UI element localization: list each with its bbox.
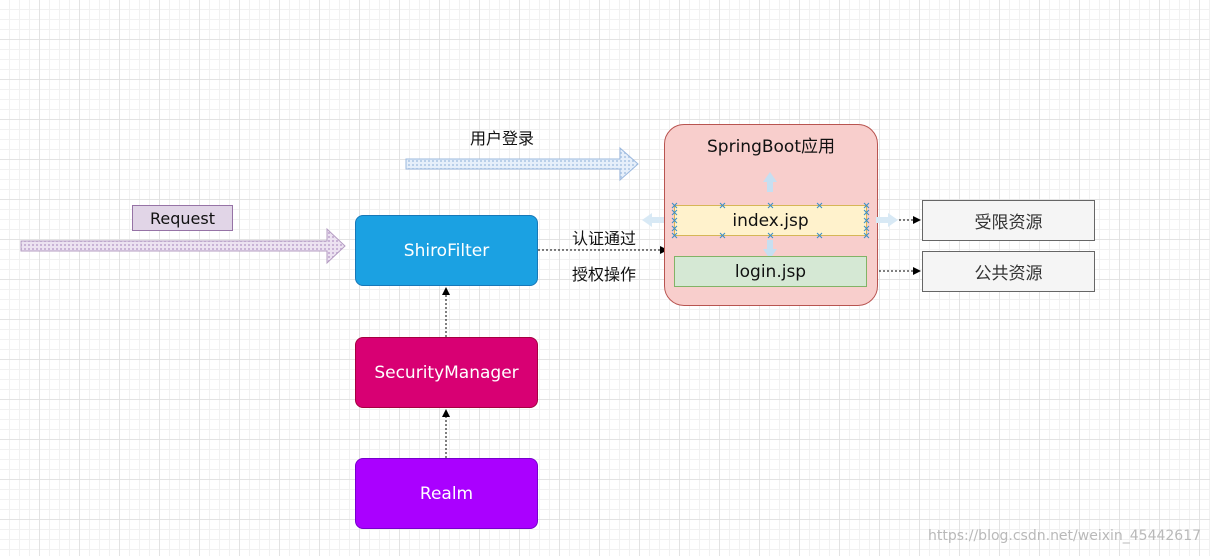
hover-arrow-down-icon <box>763 240 777 259</box>
hover-arrow-right-icon <box>876 213 898 227</box>
user-login-arrow <box>405 146 639 182</box>
resize-handle-icon[interactable] <box>817 233 822 238</box>
shiro-filter-node[interactable]: ShiroFilter <box>355 215 538 286</box>
index-jsp-box[interactable]: index.jsp <box>674 205 867 236</box>
resize-handle-icon[interactable] <box>720 203 725 208</box>
shiro-filter-label: ShiroFilter <box>403 240 490 261</box>
login-jsp-box[interactable]: login.jsp <box>674 256 867 287</box>
security-manager-label: SecurityManager <box>374 362 519 383</box>
index-jsp-label: index.jsp <box>732 210 809 231</box>
watermark: https://blog.csdn.net/weixin_45442617 <box>928 528 1202 544</box>
hover-arrow-left-icon <box>642 213 664 227</box>
restricted-resource-node[interactable]: 受限资源 <box>922 200 1095 241</box>
resize-handle-icon[interactable] <box>817 203 822 208</box>
request-label: Request <box>150 208 215 228</box>
public-resource-label: 公共资源 <box>974 264 1043 284</box>
authz-op-label[interactable]: 授权操作 <box>572 265 637 284</box>
request-arrow <box>20 227 346 265</box>
resize-handle-icon[interactable] <box>864 210 869 215</box>
resize-handle-icon[interactable] <box>768 203 773 208</box>
login-jsp-label: login.jsp <box>734 261 807 282</box>
resize-handle-icon[interactable] <box>768 233 773 238</box>
hover-arrow-up-icon <box>763 172 777 192</box>
request-label-box[interactable]: Request <box>132 205 233 231</box>
public-resource-node[interactable]: 公共资源 <box>922 251 1095 292</box>
realm-node[interactable]: Realm <box>355 458 538 529</box>
springboot-app-title: SpringBoot应用 <box>707 137 835 157</box>
resize-handle-icon[interactable] <box>672 203 677 208</box>
resize-handle-icon[interactable] <box>864 203 869 208</box>
resize-handle-icon[interactable] <box>672 233 677 238</box>
resize-handle-icon[interactable] <box>672 226 677 231</box>
resize-handle-icon[interactable] <box>864 233 869 238</box>
resize-handle-icon[interactable] <box>864 218 869 223</box>
security-manager-node[interactable]: SecurityManager <box>355 337 538 408</box>
restricted-resource-label: 受限资源 <box>974 213 1043 233</box>
resize-handle-icon[interactable] <box>672 210 677 215</box>
user-login-label[interactable]: 用户登录 <box>470 129 535 148</box>
resize-handle-icon[interactable] <box>672 218 677 223</box>
auth-pass-label[interactable]: 认证通过 <box>572 229 637 248</box>
realm-label: Realm <box>419 483 474 504</box>
resize-handle-icon[interactable] <box>720 233 725 238</box>
resize-handle-icon[interactable] <box>864 226 869 231</box>
